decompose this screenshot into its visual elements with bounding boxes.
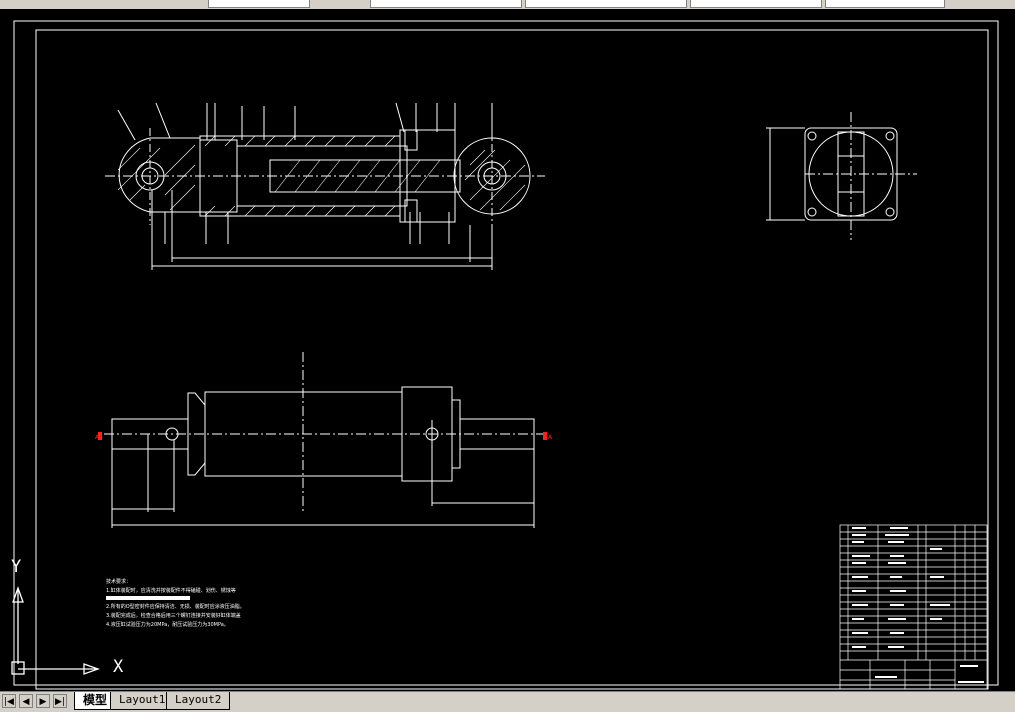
next-tab-button[interactable]: ▶ xyxy=(36,694,50,708)
ucs-y-label: Y xyxy=(11,557,22,577)
tech-notes-line-4: 4.液压缸试验压力为20MPa，耐压试验压力为30MPa。 xyxy=(106,622,229,628)
section-letter-left: A xyxy=(95,434,100,441)
lineweight-dropdown[interactable] xyxy=(525,0,687,8)
cylinder-section-view xyxy=(105,102,545,270)
outer-frame xyxy=(13,20,999,686)
prev-tab-button[interactable]: ◀ xyxy=(19,694,33,708)
section-letter-right: A xyxy=(548,434,553,441)
seal-top xyxy=(404,129,418,151)
tech-notes-heading: 技术要求： xyxy=(106,579,132,585)
first-tab-button[interactable]: |◀ xyxy=(2,694,16,708)
color-dropdown[interactable] xyxy=(825,0,945,8)
tab-layout2[interactable]: Layout2 xyxy=(166,692,231,710)
ucs-icon xyxy=(11,586,100,675)
barrel-hatch xyxy=(117,135,396,217)
plotstyle-dropdown[interactable] xyxy=(690,0,822,8)
tech-notes-text-bars xyxy=(106,596,190,600)
tab-layout1[interactable]: Layout1 xyxy=(110,692,175,710)
title-block xyxy=(839,524,988,690)
parts-list-frame xyxy=(839,524,988,690)
layer-dropdown[interactable] xyxy=(208,0,310,8)
end-view xyxy=(766,112,917,240)
tech-notes-line-1: 1.缸体装配时，应清洗并按装配件不得磕碰、划伤、锈蚀等 xyxy=(106,588,236,594)
ucs-x-label: X xyxy=(113,657,124,677)
left-clevis xyxy=(118,137,201,213)
parts-list-text xyxy=(852,527,984,683)
last-tab-button[interactable]: ▶| xyxy=(53,694,67,708)
tech-notes: 技术要求： 1.缸体装配时，应清洗并按装配件不得磕碰、划伤、锈蚀等 2.所有的O… xyxy=(106,578,296,630)
notes-highlight-bar xyxy=(106,596,190,600)
model-space-canvas[interactable]: A A 技术要求： 1.缸体装配时，应清洗并按装配件不得磕碰、划伤、锈蚀等 2.… xyxy=(0,9,1015,691)
tech-notes-line-2: 2.所有的O型密封件应保持清洁、无损、装配时应涂液压油脂。 xyxy=(106,604,245,610)
tech-notes-line-3: 3.装配完成后，检查合格后用三个螺钉连接并安装好缸体端盖 xyxy=(106,613,241,619)
cad-drawing: A A xyxy=(11,20,999,690)
right-flange xyxy=(401,386,453,482)
section-marker-right xyxy=(543,432,547,440)
inner-frame xyxy=(35,29,989,690)
section-marker-left xyxy=(98,432,102,440)
linetype-dropdown[interactable] xyxy=(370,0,522,8)
cylinder-outline-view xyxy=(98,352,547,528)
layout-tab-bar: |◀ ◀ ▶ ▶| 模型 Layout1 Layout2 xyxy=(0,691,1015,712)
seal-bottom xyxy=(404,199,418,223)
